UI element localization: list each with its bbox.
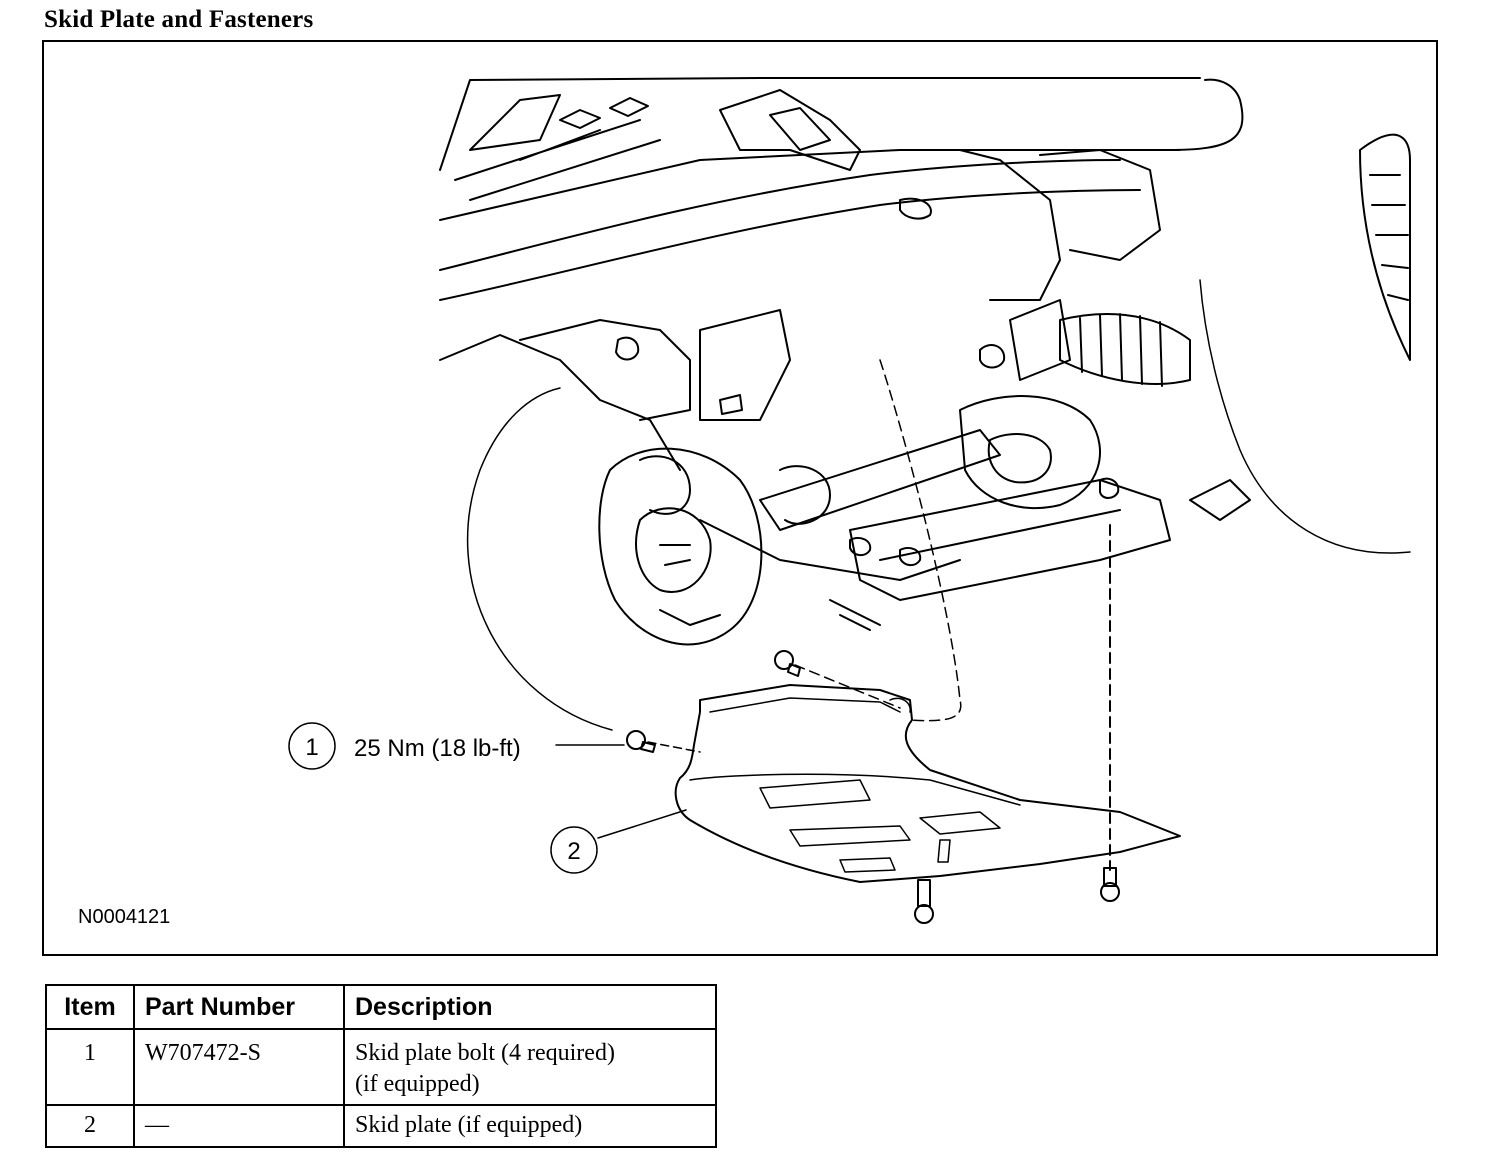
bolt-icon-bottom-right xyxy=(1100,867,1120,902)
alignment-line-center xyxy=(879,359,962,722)
cell-part-number: W707472-S xyxy=(133,1028,345,1106)
description-line: Skid plate bolt (4 required) xyxy=(355,1040,615,1066)
page-title: Skid Plate and Fasteners xyxy=(44,6,314,33)
callout-2: 2 xyxy=(550,826,598,874)
col-header-description: Description xyxy=(343,984,717,1030)
frame-rail xyxy=(439,77,1201,171)
cell-description: Skid plate bolt (4 required) (if equippe… xyxy=(343,1028,717,1106)
bolt-icon-upper xyxy=(774,650,801,677)
table-row: 1 W707472-S Skid plate bolt (4 required)… xyxy=(45,1028,717,1106)
alignment-line-front xyxy=(794,664,901,709)
alignment-line-left xyxy=(647,741,701,753)
description-line: Skid plate (if equipped) xyxy=(355,1112,583,1138)
bolt-icon-bottom-center xyxy=(914,879,934,924)
col-header-item: Item xyxy=(45,984,135,1030)
bolt-icon-left xyxy=(626,730,656,753)
callout-1: 1 25 Nm (18 lb-ft) xyxy=(288,722,521,770)
table-row: 2 — Skid plate (if equipped) xyxy=(45,1104,717,1148)
cell-item: 1 xyxy=(45,1028,135,1106)
callout-1-label: 25 Nm (18 lb-ft) xyxy=(354,735,521,762)
skid-plate xyxy=(674,684,1181,883)
wheel-arc-left xyxy=(466,387,613,731)
steering-rack xyxy=(1059,313,1191,385)
callout-2-number: 2 xyxy=(567,838,580,865)
cell-part-number: — xyxy=(133,1104,345,1148)
cell-description: Skid plate (if equipped) xyxy=(343,1104,717,1148)
callout-1-number: 1 xyxy=(305,734,318,761)
table-header-row: Item Part Number Description xyxy=(45,984,717,1030)
cell-item: 2 xyxy=(45,1104,135,1148)
skid-plate-illustration: 1 25 Nm (18 lb-ft) 2 N0004121 xyxy=(78,77,1411,928)
description-line: (if equipped) xyxy=(355,1071,480,1097)
wheel-arc-right xyxy=(1199,279,1411,554)
parts-table: Item Part Number Description 1 W707472-S… xyxy=(45,984,717,1148)
callout-2-leader xyxy=(597,809,687,839)
half-shaft xyxy=(759,429,1001,531)
figure-id: N0004121 xyxy=(78,906,170,928)
col-header-part-number: Part Number xyxy=(133,984,345,1030)
figure-frame xyxy=(42,40,1438,956)
differential xyxy=(959,395,1101,510)
hub-assembly xyxy=(598,447,763,646)
